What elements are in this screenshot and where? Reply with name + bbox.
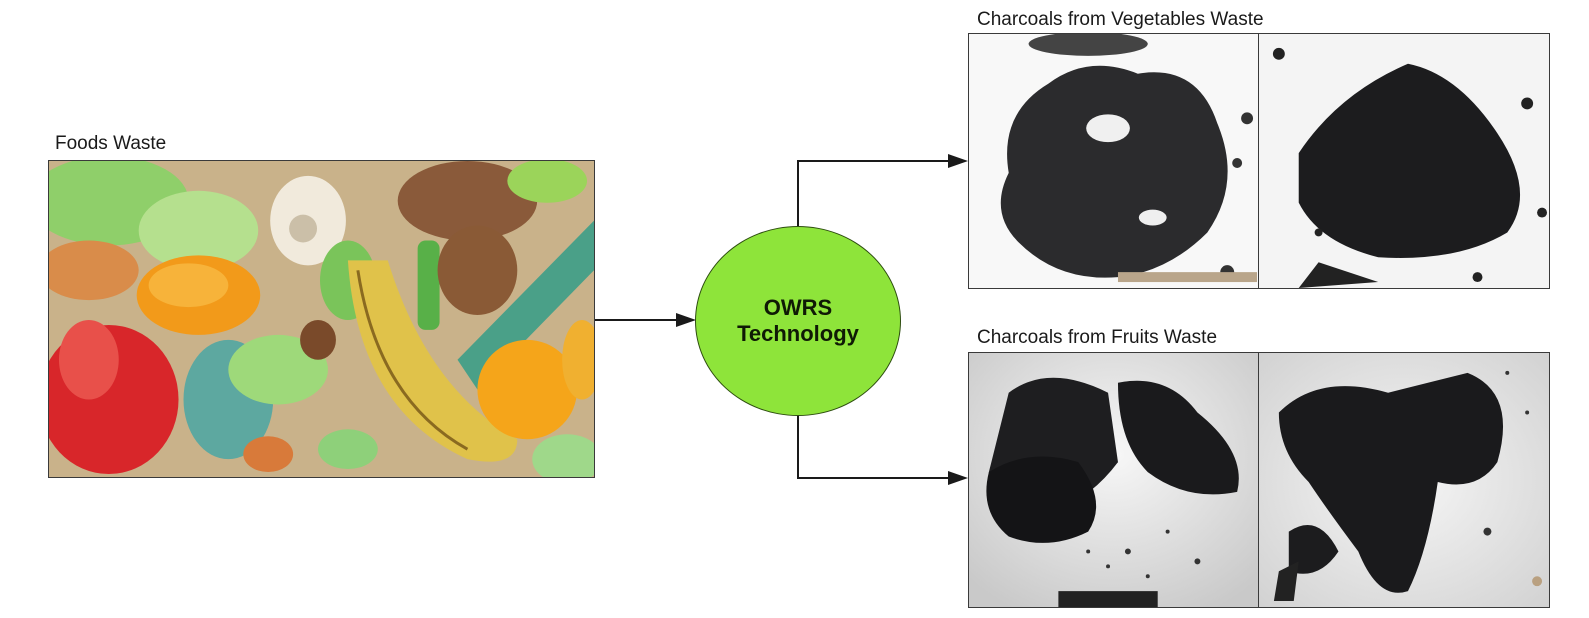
arrow-input-to-process bbox=[594, 313, 696, 327]
arrow-process-to-vegetable-charcoal bbox=[797, 154, 968, 226]
foods-waste-photo bbox=[48, 160, 595, 478]
process-title-line2: Technology bbox=[737, 321, 859, 346]
vegetable-charcoal-label: Charcoals from Vegetables Waste bbox=[977, 9, 1264, 30]
fruit-charcoal-label: Charcoals from Fruits Waste bbox=[977, 327, 1218, 348]
process-title-line1: OWRS bbox=[763, 294, 833, 320]
fruit-charcoal-photo-2 bbox=[1258, 352, 1550, 608]
fruit-charcoal-photo-1 bbox=[968, 352, 1260, 608]
foods-waste-label: Foods Waste bbox=[55, 133, 167, 154]
vegetable-charcoal-photo-2 bbox=[1258, 33, 1550, 289]
owrs-technology-node: OWRS Technology bbox=[695, 226, 901, 416]
arrow-process-to-fruit-charcoal bbox=[797, 415, 968, 485]
vegetable-charcoal-photo-1 bbox=[968, 33, 1260, 289]
